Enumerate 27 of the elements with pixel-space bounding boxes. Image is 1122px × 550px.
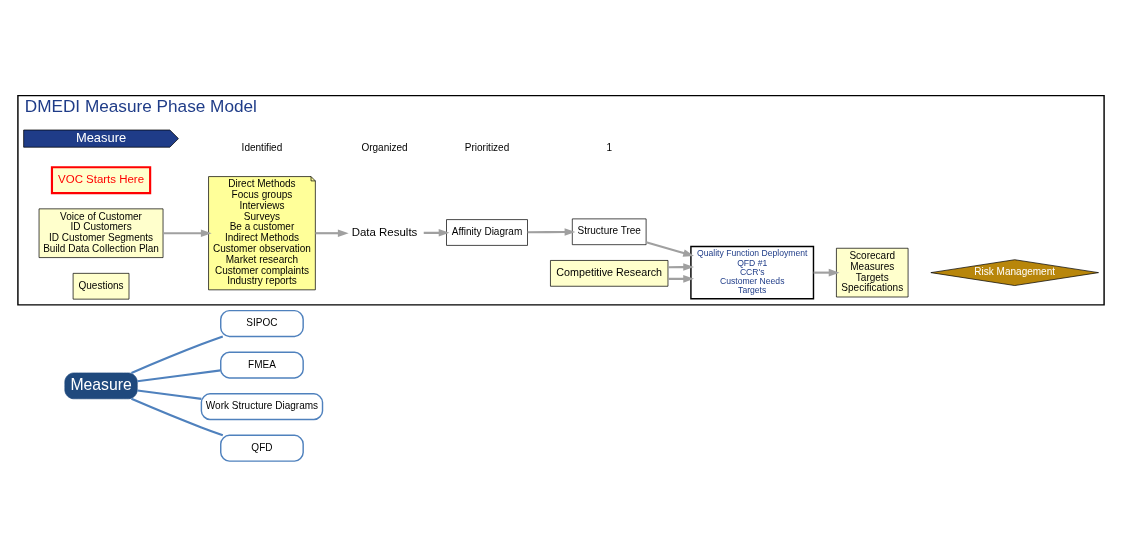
- connector: [137, 368, 221, 382]
- node-box: Questions: [72, 272, 130, 299]
- node-box: Competitive Research: [550, 259, 669, 287]
- connector: [137, 388, 202, 400]
- arrow: [645, 240, 694, 257]
- node-box: FMEA: [220, 350, 304, 379]
- node-box: Affinity Diagram: [446, 218, 528, 246]
- label: Identified: [241, 141, 283, 153]
- connector: [131, 397, 224, 436]
- node-box: Scorecard Measures Targets Specifications: [836, 247, 909, 297]
- node-box: Measure: [64, 372, 138, 399]
- arrow: [163, 228, 212, 237]
- node-box: Structure Tree: [571, 218, 647, 245]
- node-box: QFD: [220, 434, 304, 462]
- node-text: Data Results: [351, 225, 418, 238]
- connector: [131, 334, 224, 374]
- label: Prioritized: [464, 141, 510, 153]
- label: Organized: [361, 141, 408, 153]
- node-diamond: Risk Management: [930, 258, 1099, 286]
- arrow: [315, 228, 349, 237]
- arrow: [527, 227, 576, 236]
- node-box: Voice of Customer ID Customers ID Customer Segments Build Data Collection Plan: [38, 208, 164, 258]
- node-box: Quality Function Deployment QFD #1 CCR's Customer Needs Targets: [690, 245, 815, 299]
- label: 1: [606, 141, 612, 153]
- node-box: Work Structure Diagrams: [200, 392, 324, 420]
- node-box: SIPOC: [220, 309, 304, 337]
- node-box: VOC Starts Here: [50, 165, 152, 194]
